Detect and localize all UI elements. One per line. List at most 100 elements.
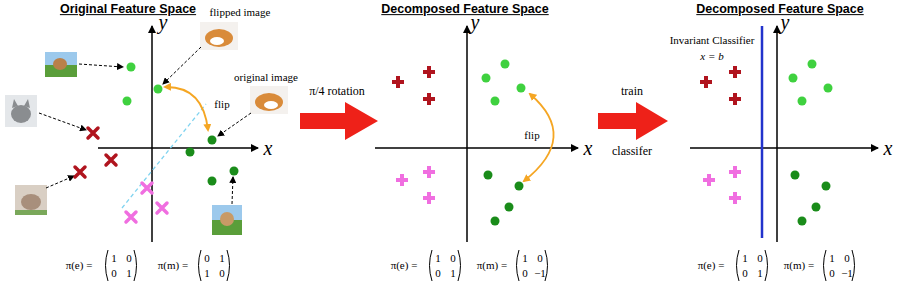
axis-label: x [584,137,593,159]
flip-arrow [165,87,208,130]
matrix-entry: 1 [126,267,132,279]
cat-photo [5,95,37,127]
cross [126,212,136,222]
matrix-entry: 1 [450,267,456,279]
plus-pink [396,166,435,204]
points-light [789,60,833,106]
shiba-flipped-photo [200,22,238,50]
dog-photo [45,52,77,77]
photo-ears [12,99,30,108]
panel-heading: Decomposed Feature Space [381,3,548,17]
matrix-entry: 0 [126,252,132,264]
point [515,182,524,191]
points-light [482,60,526,106]
cross [157,203,167,213]
leader [218,113,251,136]
y-axis [466,26,468,242]
point [822,182,831,191]
plus-pink [703,166,741,204]
arrow-label: train [621,85,643,98]
classifier-line [761,26,764,238]
matrix-entry: 0 [111,267,117,279]
matrix-bracket [134,250,137,281]
point [123,97,132,106]
point [186,148,195,157]
y-axis [776,26,778,242]
point [812,203,821,212]
matrix-entry: 0 [450,252,456,264]
point [824,84,833,93]
leader [79,64,123,67]
plus [423,192,435,204]
photo-sky [45,52,77,77]
matrix-name: π(m) = [477,259,507,271]
matrix-bracket [106,250,109,281]
block-arrow [598,102,668,140]
matrix-bracket [430,250,433,281]
annotation: Invariant Classifier [670,34,755,46]
annotation: flipped image [210,6,271,18]
plus [729,66,741,78]
point [230,167,239,176]
matrix-entry: 0 [757,252,763,264]
block-arrow [300,102,378,140]
photo-grass [15,210,47,215]
plus-red [700,66,741,105]
photo-dog [220,212,234,226]
point [505,203,514,212]
matrix-name: π(m) = [784,259,814,271]
shiba-original-photo [250,86,288,114]
plus [396,174,408,186]
crosses-red [75,128,116,177]
point [501,60,510,69]
points-dark [484,171,524,226]
point [491,217,500,226]
matrix-bracket [824,250,827,281]
matrix-entry: 0 [829,267,835,279]
point [789,74,798,83]
kitten-photo [15,185,47,215]
matrix-entry: 1 [742,252,748,264]
annotation: original image [234,71,298,83]
plus [729,166,741,178]
leader [163,47,201,84]
arrow-label: π/4 rotation [309,85,365,98]
points-light [123,63,163,106]
photo-kitten [21,194,41,210]
panel-heading: Decomposed Feature Space [696,3,863,17]
crosses-pink [126,183,167,222]
leaders [39,47,251,204]
y-axis [151,26,153,242]
plus [423,66,435,78]
matrix-bracket [517,250,520,281]
photo-bg [5,95,37,127]
photo-bg [250,86,288,114]
symmetry-line [122,104,206,208]
arrow-label: classifer [612,145,652,158]
cross [75,167,85,177]
photo-muzzle [264,101,278,109]
photo-shiba [205,29,233,47]
photo-shiba [255,93,283,111]
plus [700,76,712,88]
plus-red [392,66,435,105]
axis-label: y [781,11,790,33]
photo-muzzle [210,37,224,45]
point [491,97,500,106]
axis-label: x [264,137,273,159]
matrix-entry: 0 [522,267,528,279]
matrix-bracket [227,250,230,281]
matrix-entry: −1 [841,267,853,279]
matrix-name: π(e) = [391,259,418,271]
matrix-entry: 0 [219,267,225,279]
points-dark [186,136,239,186]
point [127,63,136,72]
cross [106,155,116,165]
flip-arrow [524,94,554,181]
leader [46,176,74,188]
panel-heading: Original Feature Space [60,3,196,17]
matrix-entry: 1 [219,252,225,264]
matrix-bracket [765,250,768,281]
photo-bg [200,22,238,50]
